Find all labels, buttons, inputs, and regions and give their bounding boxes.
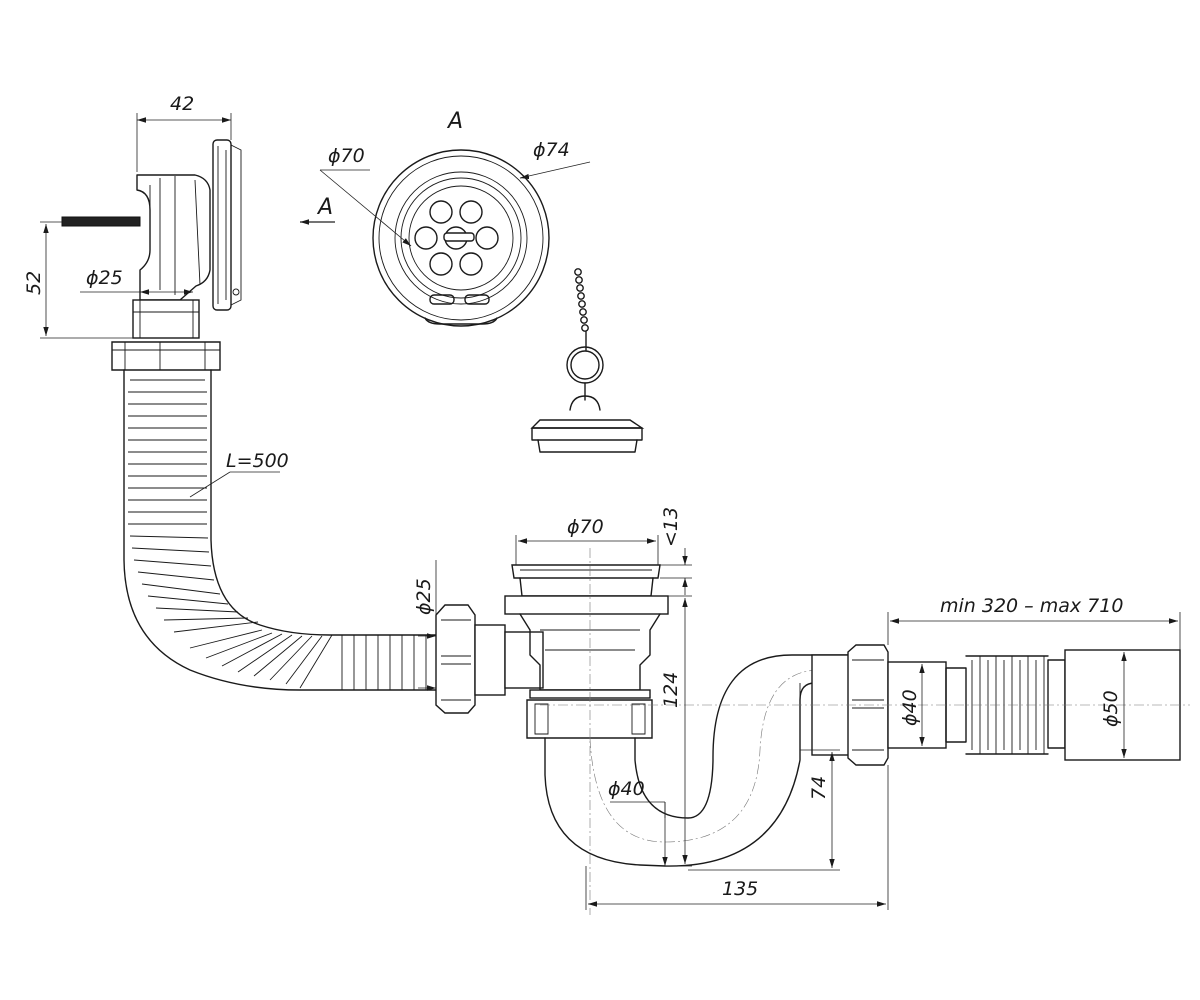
view-a-label: A: [446, 109, 463, 134]
label-trap-height: 124: [660, 672, 682, 708]
drain-fitting: [504, 548, 669, 915]
inlet-coupling: ϕ25: [413, 560, 544, 714]
grate-holes: [414, 200, 499, 276]
drain-flange: [511, 564, 661, 579]
label-drain-diameter: ϕ70: [567, 516, 604, 538]
s-trap-tube: [544, 654, 849, 867]
view-a-arrow: A: [300, 195, 335, 225]
overflow-neck: [132, 299, 200, 339]
label-outlet-length: min 320 – max 710: [940, 595, 1123, 617]
label-inlet-diameter: ϕ25: [413, 578, 435, 615]
overflow-rod: [61, 216, 141, 227]
label-outlet-diameter: ϕ50: [1100, 690, 1122, 727]
grate-tab: [424, 317, 498, 325]
label-bend-height: 74: [808, 776, 830, 800]
outlet-assembly: min 320 – max 710 ϕ40 ϕ50: [540, 595, 1190, 766]
dim-trap-tube-diameter: ϕ40: [608, 778, 668, 866]
chain-and-stopper: [530, 268, 645, 453]
dim-drain-diameter: ϕ70: [515, 516, 659, 565]
dim-drain-flange-height: <13: [660, 507, 692, 595]
grate-outer-ring: [372, 149, 550, 327]
corrugated-hose: L=500: [123, 369, 437, 691]
drain-washer: [504, 595, 669, 615]
label-overflow-height: 52: [23, 271, 45, 295]
view-a-grate: A ϕ70 ϕ74: [319, 109, 591, 327]
dim-bend-height: 74: [688, 749, 840, 871]
label-drain-flange-height: <13: [660, 507, 682, 547]
stopper-top: [530, 419, 645, 429]
label-overflow-width: 42: [170, 93, 194, 115]
overflow-assembly: [61, 139, 242, 371]
overflow-nut: [111, 341, 221, 371]
dim-trap-height: 124: [660, 595, 692, 867]
label-grate-outer-diameter: ϕ74: [533, 139, 570, 161]
chain: [574, 268, 589, 351]
inlet-sleeve: [474, 624, 506, 696]
chain-ring: [566, 346, 604, 384]
overflow-face-plate: [212, 139, 232, 311]
label-outlet-inner-diameter: ϕ40: [899, 689, 921, 726]
trap-nut: [526, 699, 653, 739]
label-hose-length: L=500: [226, 450, 289, 472]
dim-trap-width: 135: [585, 765, 889, 910]
dim-overflow-width: 42: [136, 93, 232, 172]
label-grate-inner-diameter: ϕ70: [328, 145, 365, 167]
overflow-body: [136, 174, 211, 301]
label-trap-width: 135: [722, 878, 758, 900]
label-trap-tube-diameter: ϕ40: [608, 778, 645, 800]
view-a-arrow-label: A: [316, 195, 333, 220]
dim-overflow-diameter: ϕ25: [80, 267, 193, 292]
inlet-nut: [435, 604, 476, 714]
dim-overflow-height: 52: [23, 221, 133, 339]
label-overflow-diameter: ϕ25: [86, 267, 123, 289]
